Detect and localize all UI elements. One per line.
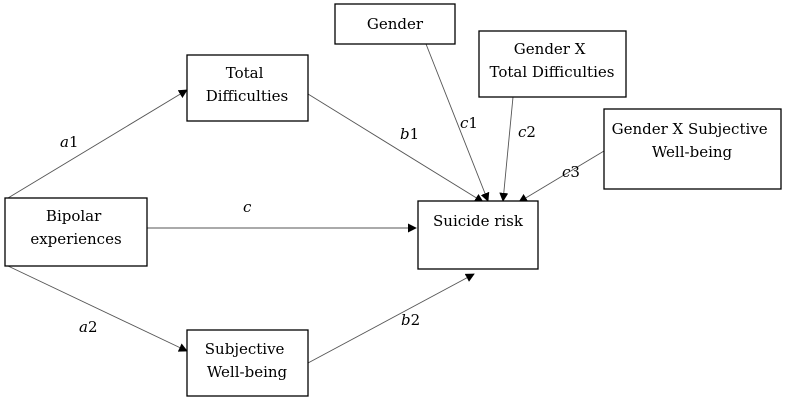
arrow-a2 [7, 265, 188, 352]
path-label-b1: b1 [400, 125, 419, 143]
svg-text:Total Difficulties: Total Difficulties [206, 64, 289, 105]
path-label-c1: c1 [460, 114, 478, 132]
path-label-c: c [243, 198, 252, 216]
node-gender-x-total-difficulties: Gender X Total Difficulties [478, 30, 627, 98]
svg-text:Gender: Gender [367, 15, 424, 33]
arrow-b1 [307, 93, 484, 203]
node-subjective-wellbeing: Subjective Well-being [186, 329, 309, 397]
arrow-a1 [7, 89, 188, 199]
node-gender-x-subjective-wellbeing: Gender X Subjective Well-being [603, 108, 782, 190]
arrow-c3 [518, 150, 605, 203]
path-label-b2: b2 [401, 311, 420, 329]
svg-text:Gender X Total Difficult: Gender X Total Difficulties [490, 40, 615, 81]
node-bipolar-experiences: Bipolar experiences [4, 197, 148, 267]
node-suicide-risk: Suicide risk [417, 200, 539, 270]
path-label-c2: c2 [518, 123, 536, 141]
node-total-difficulties: Total Difficulties [186, 54, 309, 122]
svg-text:Gender X Subjective Well: Gender X Subjective Well-being [612, 120, 773, 161]
svg-text:Bipolar experiences: Bipolar experiences [30, 207, 121, 248]
svg-text:Subjective Well-being: Subjective Well-being [205, 340, 289, 381]
arrow-c2 [499, 96, 514, 202]
path-label-a1: a1 [60, 133, 79, 151]
arrow-c1 [425, 43, 490, 202]
node-gender: Gender [334, 3, 456, 45]
svg-text:Suicide risk: Suicide risk [433, 212, 524, 230]
arrow-b2 [307, 273, 475, 364]
arrows [7, 43, 605, 364]
path-label-c3: c3 [562, 163, 580, 181]
path-label-a2: a2 [79, 318, 98, 336]
